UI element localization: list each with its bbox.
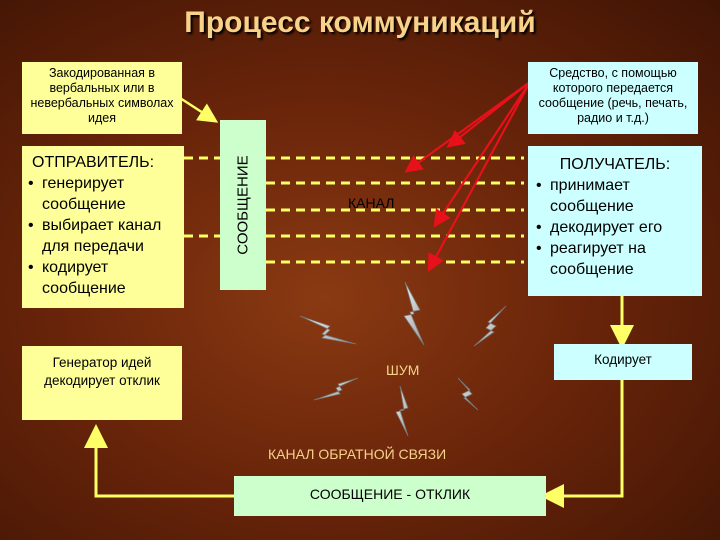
channel-label: КАНАЛ [348,195,395,211]
message-label: СООБЩЕНИЕ [234,155,252,255]
noise-bolt-4 [313,377,359,401]
idea-generator-text: Генератор идей декодирует отклик [44,355,160,388]
receiver-heading: ПОЛУЧАТЕЛЬ: [559,156,671,173]
sender-box: ОТПРАВИТЕЛЬ: генерирует сообщение выбира… [22,146,184,308]
encodes-text: Кодирует [594,352,652,367]
sender-heading: ОТПРАВИТЕЛЬ: [32,154,155,171]
medium-pointer-3 [427,81,531,272]
response-to-generator-arrow [84,424,234,498]
medium-pointer-2 [433,81,531,228]
receiver-item: реагирует на сообщение [536,238,694,280]
sender-item: генерирует сообщение [28,173,178,215]
medium-pointer-4 [446,81,531,148]
encoded-idea-note: Закодированная в вербальных или в неверб… [22,62,182,134]
response-message-box: СООБЩЕНИЕ - ОТКЛИК [234,476,546,516]
note-to-message-arrow [179,96,219,123]
medium-note: Средство, с помощью которого передается … [528,62,698,134]
receiver-box: ПОЛУЧАТЕЛЬ: принимает сообщение декодиру… [528,146,702,296]
noise-label: ШУМ [386,362,420,378]
encodes-to-response-arrow [540,380,624,508]
sender-item: выбирает канал для передачи [28,215,178,257]
noise-bolt-1 [403,281,425,346]
encoded-idea-text: Закодированная в вербальных или в неверб… [30,66,174,125]
message-box: СООБЩЕНИЕ [220,120,266,290]
receiver-item: декодирует его [536,217,694,238]
sender-item: кодирует сообщение [28,257,178,299]
sender-list: генерирует сообщение выбирает канал для … [28,173,178,299]
idea-generator-box: Генератор идей декодирует отклик [22,346,182,420]
receiver-list: принимает сообщение декодирует его реаги… [536,175,694,280]
noise-bolt-5 [457,377,479,411]
receiver-item: принимает сообщение [536,175,694,217]
noise-bolt-3 [299,315,357,345]
feedback-channel-label: КАНАЛ ОБРАТНОЙ СВЯЗИ [268,446,447,462]
page-title: Процесс коммуникаций [184,6,536,39]
response-message-text: СООБЩЕНИЕ - ОТКЛИК [309,486,471,502]
noise-bolt-2 [473,305,507,347]
noise-bolt-6 [395,385,409,437]
medium-text: Средство, с помощью которого передается … [538,66,688,125]
encodes-box: Кодирует [554,344,692,380]
